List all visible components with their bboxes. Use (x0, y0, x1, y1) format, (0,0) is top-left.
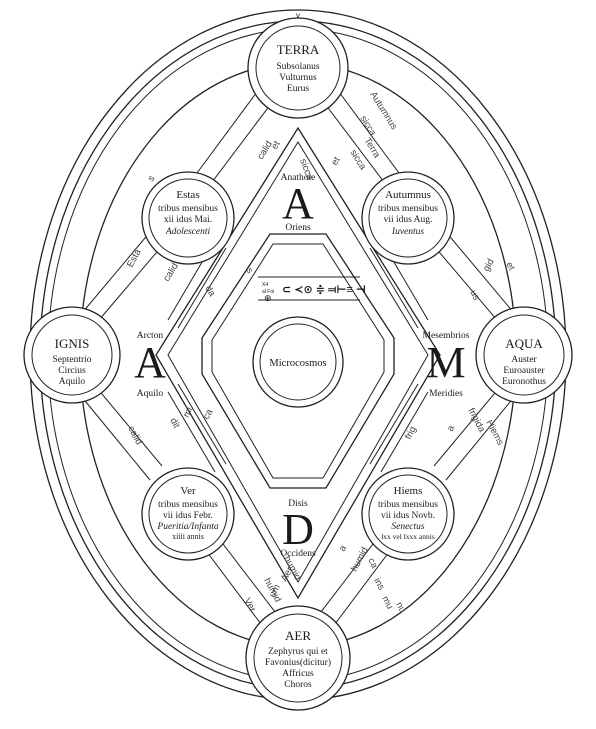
south-bottom: Occidens (280, 549, 316, 559)
estas-disc: Estas tribus mensibus xii idus Mai. Adol… (141, 171, 235, 265)
edge-word: us (467, 288, 482, 302)
aer-disc: AER Zephyrus qui et Favonius(dicitur) Af… (245, 605, 351, 711)
inscription-glyphs: ⊂ ≺⊙ ≑ ⫤⊢≡ ⊣ (282, 284, 366, 296)
inner-diamond (201, 233, 395, 489)
edge-word: gid (481, 257, 497, 273)
ver-line-1: tribus mensibus (158, 500, 218, 510)
aer-line-4: Choros (284, 680, 312, 690)
terra-line-3: Eurus (287, 84, 309, 94)
edge-word: a (337, 543, 350, 553)
inscription-small-1: X4 (262, 282, 268, 288)
west-letter: A (134, 338, 166, 387)
north-letter: A (282, 179, 314, 228)
ver-extra: xiiii annis (172, 532, 204, 541)
edge-words-ne-inner: et gid us (467, 257, 517, 302)
autumnus-line-1: tribus mensibus (378, 204, 438, 214)
aqua-line-2: Euroauster (503, 366, 545, 376)
edge-word: sicca (357, 114, 378, 139)
north-bottom: Oriens (285, 223, 311, 233)
aqua-disc: AQUA Auster Euroauster Euronothus (475, 306, 573, 404)
aer-line-1: Zephyrus qui et (268, 647, 328, 657)
edge-word: calid (125, 424, 144, 446)
autumnus-age: Iuventus (391, 227, 424, 237)
edge-word: Ver (241, 596, 257, 614)
estas-line-2: xii idus Mai. (164, 215, 212, 225)
ver-disc: Ver tribus mensibus vii idus Febr. Pueri… (141, 467, 235, 561)
edge-word: s (243, 266, 255, 276)
aqua-title: AQUA (505, 336, 543, 351)
edge-word: frig (403, 425, 419, 442)
microcosmos-disc: Microcosmos (252, 316, 344, 408)
edge-word: mu (379, 594, 395, 611)
terra-title: TERRA (277, 42, 320, 57)
outer-rhombus-inner (167, 141, 429, 584)
terra-line-2: Vulturnus (279, 73, 317, 83)
edge-word: sicca (347, 148, 368, 173)
edge-word: s (146, 173, 158, 184)
ignis-line-3: Aquilo (59, 377, 86, 387)
edge-word: et (329, 155, 343, 168)
terra-line-1: Subsolanus (276, 62, 320, 72)
south-letter: D (282, 505, 314, 554)
estas-age: Adolescenti (165, 227, 211, 237)
inscription: ⊂ ≺⊙ ≑ ⫤⊢≡ ⊣ X4 al Fol ⊕ (258, 276, 366, 303)
ver-age: Pueritia/Infanta (156, 521, 218, 532)
inscription-symbol: ⊕ (264, 293, 272, 303)
estas-title: Estas (176, 189, 199, 201)
microcosmos-title: Microcosmos (269, 358, 326, 369)
top-mark: v (296, 11, 300, 20)
aer-title: AER (285, 628, 311, 643)
hiems-extra: lxx vel lxxx annis (381, 532, 435, 541)
aer-line-3: Affricus (282, 668, 314, 679)
aqua-line-1: Auster (511, 355, 537, 365)
north-top: Anathole (281, 173, 316, 183)
ignis-title: IGNIS (55, 336, 90, 351)
ver-title: Ver (180, 485, 196, 497)
aqua-line-3: Euronothus (502, 377, 546, 387)
edge-words-sw-outer: calid dit ca mi (125, 405, 215, 446)
edge-word: et (503, 260, 517, 272)
estas-line-1: tribus mensibus (158, 204, 218, 214)
edge-word: nu (393, 600, 408, 615)
hiems-disc: Hiems tribus mensibus vii idus Novb. Sen… (361, 467, 455, 561)
east-letter: M (426, 338, 465, 387)
autumnus-line-2: vii idus Aug. (384, 215, 433, 225)
hiems-line-1: tribus mensibus (378, 500, 438, 510)
autumnus-disc: Autumnus tribus mensibus vii idus Aug. I… (361, 171, 455, 265)
south-top: Disis (288, 499, 308, 509)
ver-line-2: vii idus Febr. (163, 511, 213, 521)
west-bottom: Aquilo (137, 389, 164, 399)
ignis-line-2: Circius (58, 366, 86, 376)
hiems-line-2: vii idus Novb. (381, 511, 435, 521)
hiems-title: Hiems (394, 485, 423, 497)
edge-word: Hiems (483, 418, 505, 447)
hiems-age: Senectus (391, 522, 425, 532)
east-bottom: Meridies (429, 389, 463, 399)
outer-rhombus (155, 126, 441, 600)
inner-diamond-inner (211, 243, 385, 479)
inscription-small-2: al Fol (262, 289, 274, 295)
edge-word: Esta (125, 247, 144, 270)
edge-word: ins (371, 576, 387, 592)
edge-word: frigida (465, 406, 487, 435)
edge-word: da (202, 284, 217, 299)
edge-word: ca (365, 556, 380, 571)
east-top: Mesembrios (423, 331, 470, 341)
edge-word: a (445, 423, 458, 433)
edge-word: ca (201, 407, 216, 422)
ignis-line-1: Septentrio (52, 355, 91, 365)
edge-word: dit (167, 416, 182, 430)
west-top: Arcton (137, 331, 164, 341)
terra-disc: TERRA Subsolanus Vulturnus Eurus (247, 17, 349, 119)
edge-words-sw-inner: Ver humid um Aer humid (241, 554, 303, 614)
ignis-disc: IGNIS Septentrio Circius Aquilo (23, 306, 121, 404)
autumnus-title: Autumnus (385, 189, 431, 201)
edge-word: calid (161, 261, 181, 283)
edge-word: mi (181, 405, 195, 419)
aer-line-2: Favonius(dicitur) (265, 657, 331, 668)
